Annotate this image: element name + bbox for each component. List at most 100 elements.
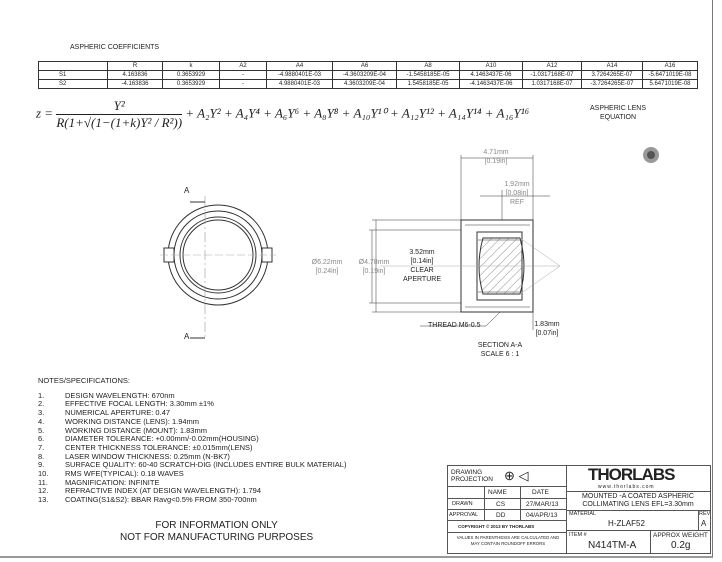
item-label: ITEM # — [569, 532, 587, 538]
projection-symbol-icon: ⊕ ◁ — [504, 468, 529, 483]
note-item: 7. CENTER THICKNESS TOLERANCE: ±0.015mm(L… — [38, 442, 346, 453]
note-item: 11. MAGNIFICATION: INFINITE — [38, 477, 346, 488]
rev-label: REV — [699, 511, 711, 517]
thread-callout: THREAD M6-0.5 — [428, 322, 481, 329]
note-item: 6.DIAMETER TOLERANCE: +0.00mm/-0.02mm(HO… — [38, 434, 346, 444]
note-number: 2. — [38, 399, 45, 409]
note-item: 8. LASER WINDOW THICKNESS: 0.25mm (N-BK7) — [38, 451, 346, 462]
note-text: REFRACTIVE INDEX (AT DESIGN WAVELENGTH):… — [65, 486, 262, 496]
note-text: NUMERICAL APERTURE: 0.47 — [65, 408, 171, 418]
note-item: 4. WORKING DISTANCE (LENS): 1.94mm — [38, 416, 346, 427]
dim-overall-length: 4.71mm[0.19in] — [476, 148, 516, 166]
approval-date: 04/APR/13 — [526, 512, 558, 519]
note-item: 2. EFFECTIVE FOCAL LENGTH: 3.30mm ±1% — [38, 400, 346, 409]
table-cell: 5.6471019E-08 — [642, 79, 698, 89]
section-name: SECTION A-A — [477, 342, 523, 349]
equation-denominator: R(1+√(1−(1+k)Y² / R²)) — [56, 115, 183, 130]
drawn-name: CS — [496, 501, 506, 508]
equation-label-2: EQUATION — [599, 114, 637, 121]
section-mark-top: A — [184, 186, 190, 195]
material-value: H-ZLAF52 — [608, 519, 645, 528]
note-item: 10. RMS WFE(TYPICAL): 0.18 WAVES — [38, 469, 346, 479]
note-number: 10. — [38, 469, 49, 479]
dim-value: Ø6.22mm — [311, 259, 343, 266]
drawn-label: DRAWN — [452, 501, 473, 507]
note-item: 3. NUMERICAL APERTURE: 0.47 — [38, 408, 346, 418]
note-text: MAGNIFICATION: INFINITE — [65, 477, 160, 487]
lens-mount-section — [369, 155, 561, 330]
coefficients-title: ASPHERIC COEFFICIENTS — [70, 44, 160, 51]
note-number: 11. — [38, 477, 48, 487]
date-header: DATE — [532, 489, 549, 496]
note-text: EFFECTIVE FOCAL LENGTH: 3.30mm ±1% — [65, 399, 214, 409]
equation-terms: + A₂Y² + A₄Y⁴ + A₆Y⁶ + A₈Y⁸ + A₁₀Y¹⁰ + A… — [185, 105, 530, 121]
dim-value: 3.52mm — [409, 249, 435, 256]
note-number: 3. — [38, 408, 45, 418]
title-block: DRAWING PROJECTION ⊕ ◁ NAME DATE DRAWN C… — [447, 465, 711, 554]
approval-label: APPROVAL — [449, 512, 479, 518]
note-text: DIAMETER TOLERANCE: +0.00mm/-0.02mm(HOUS… — [65, 434, 259, 444]
note-text: COATING(S1&S2): BBAR Ravg<0.5% FROM 350-… — [65, 495, 257, 505]
note-text: LASER WINDOW THICKNESS: 0.25mm (N-BK7) — [65, 451, 230, 461]
note-number: 5. — [38, 425, 45, 435]
thorlabs-logo: THORLABS — [588, 465, 675, 484]
dim-value-in: [0.08in] — [505, 190, 529, 197]
note-number: 8. — [38, 451, 45, 461]
notes-specifications: NOTES/SPECIFICATIONS: 1.DESIGN WAVELENGT… — [38, 376, 347, 505]
note-text: WORKING DISTANCE (MOUNT): 1.83mm — [65, 425, 207, 435]
note-item: 5. WORKING DISTANCE (MOUNT): 1.83mm — [38, 425, 346, 436]
dim-label: APERTURE — [403, 276, 441, 283]
dim-clear-aperture: 3.52mm [0.14in] CLEAR APERTURE — [397, 248, 447, 284]
note-number: 4. — [38, 416, 45, 426]
dim-value-in: [0.14in] — [410, 258, 434, 265]
copyright: COPYRIGHT © 2013 BY THORLABS — [458, 524, 535, 529]
dim-value: 4.71mm — [483, 149, 509, 156]
name-header: NAME — [488, 489, 507, 496]
dim-ref-length: 1.92mm [0.08in] REF — [500, 180, 534, 207]
note-number: 9. — [38, 460, 45, 470]
approval-name: DD — [496, 512, 506, 519]
note-item: 12.REFRACTIVE INDEX (AT DESIGN WAVELENGT… — [38, 487, 346, 496]
dim-value: Ø4.78mm — [358, 259, 390, 266]
dim-ref: REF — [510, 199, 524, 206]
note-text: CENTER THICKNESS TOLERANCE: ±0.015mm(LEN… — [65, 442, 253, 452]
dim-value: 1.83mm — [534, 321, 560, 328]
drawn-date: 27/MAR/13 — [526, 501, 559, 508]
dim-value: 1.92mm — [504, 181, 530, 188]
values-note: VALUES IN PARENTHESIS ARE CALCULATED AND… — [456, 535, 560, 546]
section-mark-bottom: A — [184, 332, 190, 341]
description-line-2: COLLIMATING LENS EFL=3.30mm — [582, 501, 694, 508]
note-item: 9. SURFACE QUALITY: 60-40 SCRATCH-DIG (IN… — [38, 460, 347, 470]
section-scale: SCALE 6 : 1 — [480, 351, 520, 358]
rev-value: A — [701, 519, 707, 528]
note-text: SURFACE QUALITY: 60-40 SCRATCH-DIG (INCL… — [65, 460, 347, 470]
note-item: 13. COATING(S1&S2): BBAR Ravg<0.5% FROM 3… — [38, 495, 346, 505]
dim-working-distance: 1.83mm[0.07in] — [533, 320, 561, 338]
dim-label: CLEAR — [410, 267, 434, 274]
note-number: 13. — [38, 495, 49, 505]
note-item: 1.DESIGN WAVELENGTH: 670nm — [38, 390, 346, 401]
section-title: SECTION A-A SCALE 6 : 1 — [470, 341, 530, 359]
note-number: 7. — [38, 442, 45, 452]
equation-lhs: z = — [36, 105, 54, 121]
dim-value-in: [0.24in] — [315, 268, 339, 275]
note-text: WORKING DISTANCE (LENS): 1.94mm — [65, 416, 200, 426]
disclaimer-line-2: NOT FOR MANUFACTURING PURPOSES — [120, 532, 314, 543]
notes-title: NOTES/SPECIFICATIONS: — [38, 376, 130, 385]
note-number: 1. — [38, 390, 45, 400]
dim-value-in: [0.19in] — [362, 268, 386, 275]
note-text: RMS WFE(TYPICAL): 0.18 WAVES — [65, 469, 184, 479]
disclaimer-line-1: FOR INFORMATION ONLY — [155, 520, 278, 531]
front-view — [160, 196, 276, 340]
item-number: N414TM-A — [588, 540, 637, 551]
